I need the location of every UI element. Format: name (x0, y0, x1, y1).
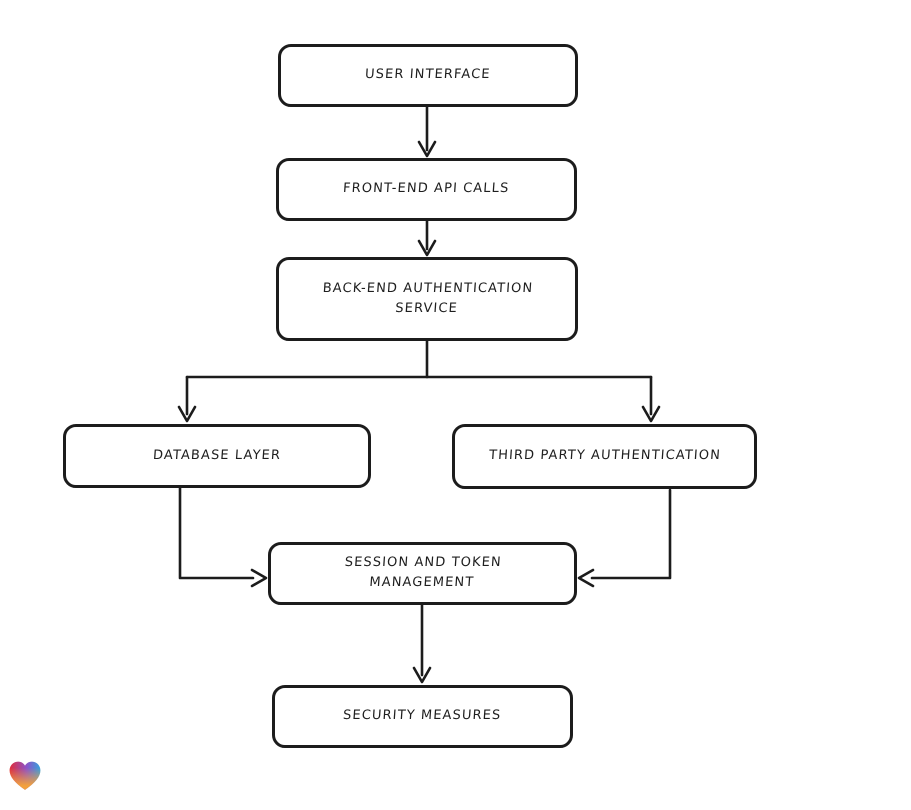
node-database-layer[interactable]: DATABASE LAYER (63, 424, 371, 488)
node-user-interface[interactable]: USER INTERFACE (278, 44, 578, 107)
arrowhead-down-icon (417, 239, 437, 257)
edge-database-layer-to-session-token (178, 486, 255, 580)
node-label: FRONT-END API CALLS (342, 181, 511, 197)
node-label: SECURITY MEASURES (342, 708, 503, 724)
node-label: THIRD PARTY AUTHENTICATION (488, 448, 721, 464)
node-label: BACK-END AUTHENTICATION SERVICE (322, 280, 534, 316)
arrowhead-down-icon (412, 666, 432, 684)
arrowhead-down-icon (641, 405, 661, 423)
node-third-party-authentication[interactable]: THIRD PARTY AUTHENTICATION (452, 424, 757, 489)
edge-third-party-auth-to-session-token (590, 488, 672, 580)
node-label: SESSION AND TOKEN MANAGEMENT (344, 555, 503, 591)
node-label: USER INTERFACE (364, 67, 492, 83)
arrowhead-down-icon (177, 405, 197, 423)
gradient-heart-logo[interactable] (8, 760, 42, 792)
heart-shape-overlay (9, 761, 41, 790)
arrowhead-left-icon (577, 568, 595, 588)
node-back-end-authentication-service[interactable]: BACK-END AUTHENTICATION SERVICE (276, 257, 578, 341)
arrowhead-right-icon (250, 568, 268, 588)
node-label: DATABASE LAYER (152, 447, 282, 463)
node-front-end-api-calls[interactable]: FRONT-END API CALLS (276, 158, 577, 221)
node-security-measures[interactable]: SECURITY MEASURES (272, 685, 573, 748)
arrowhead-down-icon (417, 140, 437, 158)
node-session-and-token-management[interactable]: SESSION AND TOKEN MANAGEMENT (268, 542, 577, 605)
